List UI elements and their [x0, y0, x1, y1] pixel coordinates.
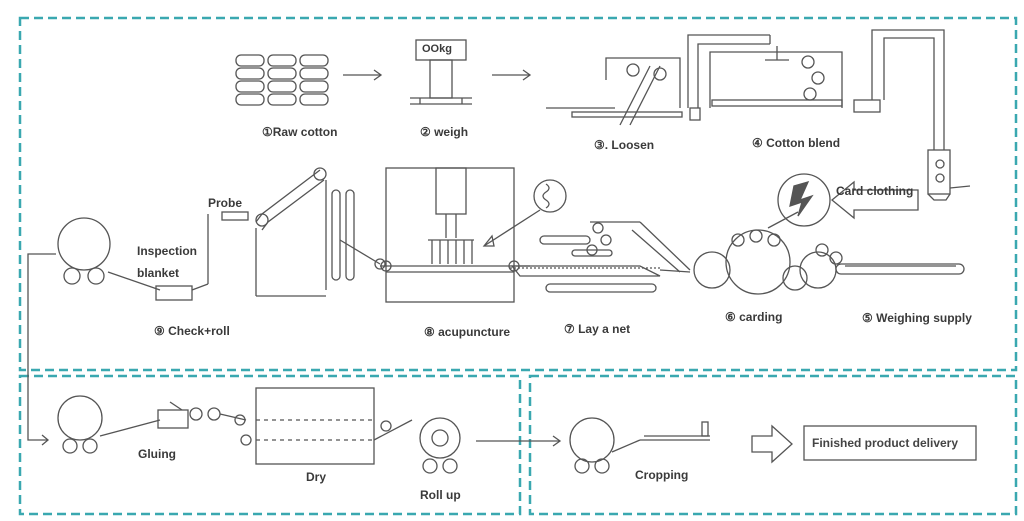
- loosen-blend-machinery: [546, 29, 971, 201]
- label-probe: Probe: [208, 196, 243, 210]
- label-weigh-display: OOkg: [422, 43, 452, 55]
- card-clothing-circle: [777, 173, 831, 227]
- gluing-dry-rollup: [57, 387, 562, 474]
- frame-lower-left: [18, 374, 522, 516]
- carding-machine: [659, 211, 843, 295]
- label-card-clothing: Card clothing: [836, 184, 914, 198]
- arrow-outline-icon: [751, 424, 793, 464]
- probe-conveyor: [207, 167, 386, 297]
- label-cropping: Cropping: [635, 468, 689, 482]
- weigh-scale: [410, 39, 472, 105]
- label-loosen: ③. Loosen: [594, 138, 655, 152]
- label-inspection: Inspection: [137, 244, 198, 258]
- label-weigh: ② weigh: [420, 125, 469, 139]
- acupuncture-machine: [380, 167, 567, 303]
- label-finished-product: Finished product delivery: [812, 436, 959, 450]
- label-gluing: Gluing: [138, 447, 176, 461]
- label-acupuncture: ⑧ acupuncture: [424, 325, 511, 339]
- arrow-icon: [492, 69, 532, 81]
- cropping-unit: [569, 417, 710, 474]
- finished-product-box: [803, 425, 977, 461]
- label-roll-up: Roll up: [420, 488, 461, 502]
- frame-lower-right: [528, 374, 1018, 516]
- label-blanket: blanket: [137, 266, 180, 280]
- frame-upper: [18, 16, 1018, 372]
- check-roll-unit: [27, 217, 209, 446]
- raw-cotton-bales: [235, 54, 329, 106]
- card-clothing-arrow-icon: [830, 180, 919, 220]
- label-check-roll: ⑨ Check+roll: [154, 324, 230, 338]
- weighing-supply-belt: [835, 263, 965, 275]
- lay-net-machine: [510, 221, 691, 293]
- label-dry: Dry: [306, 470, 327, 484]
- label-raw-cotton: ①Raw cotton: [262, 125, 338, 139]
- label-cotton-blend: ④ Cotton blend: [752, 136, 841, 150]
- label-weighing-supply: ⑤ Weighing supply: [862, 311, 972, 325]
- label-carding: ⑥ carding: [725, 310, 783, 324]
- label-lay-net: ⑦ Lay a net: [564, 322, 631, 336]
- arrow-icon: [343, 69, 383, 81]
